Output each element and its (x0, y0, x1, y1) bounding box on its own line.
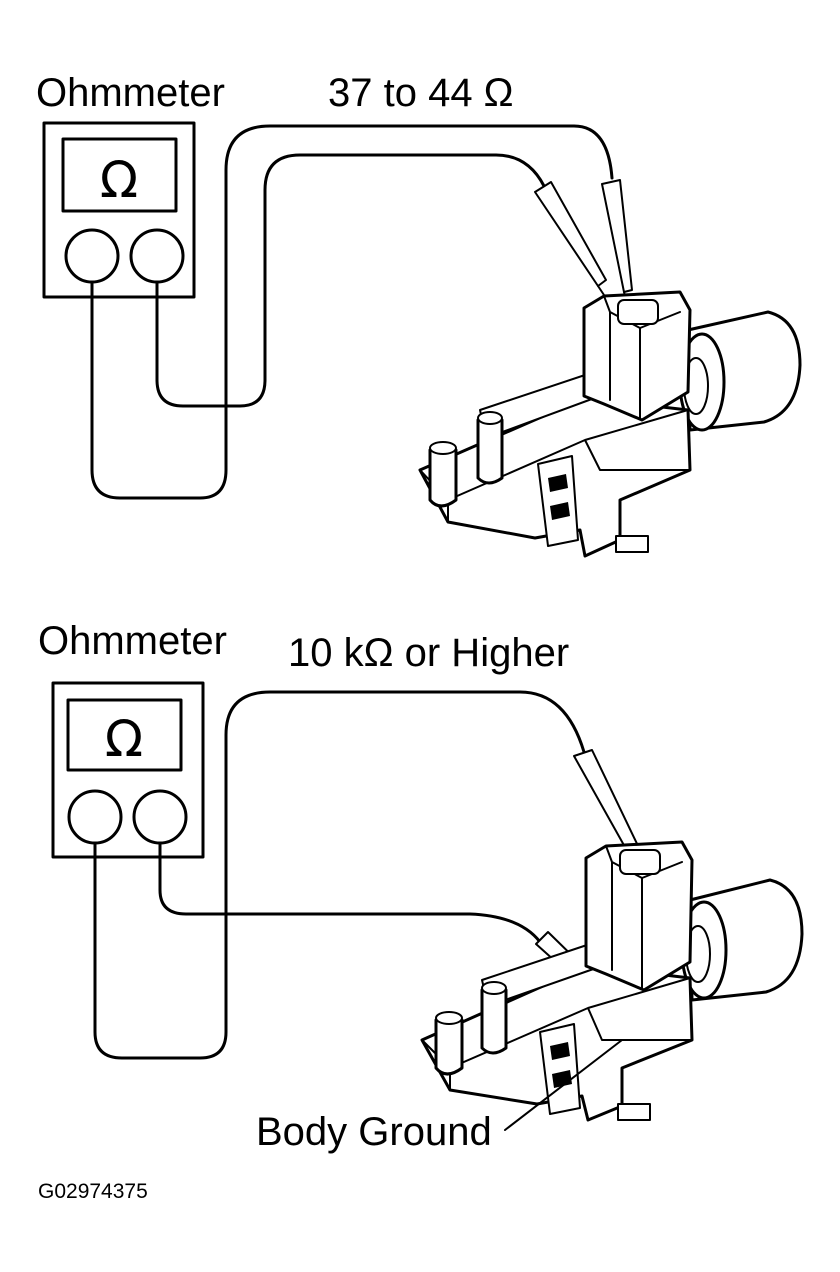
top-vacuum-port-left (428, 448, 458, 508)
top-resistance-reading: 37 to 44 Ω (328, 71, 514, 115)
bottom-vacuum-port-left (434, 1018, 464, 1076)
top-vsv-valve (418, 290, 802, 558)
top-ohmmeter-display (61, 137, 178, 213)
top-test-lead-right (155, 153, 546, 408)
top-ohmmeter: Ω (42, 121, 196, 299)
body-ground-label: Body Ground (256, 1110, 492, 1154)
bottom-meter-jack-right (132, 789, 188, 845)
bottom-vsv-valve (420, 840, 804, 1122)
top-meter-jack-right (129, 228, 185, 284)
top-vacuum-port-right (476, 418, 504, 485)
bottom-test-lead-right (158, 841, 542, 944)
bottom-ohm-symbol-icon: Ω (105, 710, 143, 768)
bottom-vacuum-port-right (480, 988, 508, 1055)
bottom-ohmmeter-label: Ohmmeter (38, 619, 227, 663)
bottom-test-lead-left (93, 690, 586, 1060)
bottom-meter-jack-left (67, 789, 123, 845)
top-probe-left (534, 181, 607, 287)
figure-id: G02974375 (38, 1180, 148, 1203)
bottom-probe-connector (573, 749, 641, 857)
bottom-ohmmeter: Ω (51, 681, 205, 859)
top-probe-right (601, 179, 633, 293)
bottom-resistance-reading: 10 kΩ or Higher (288, 631, 569, 675)
top-test-panel: Ohmmeter 37 to 44 Ω Ω (36, 71, 802, 558)
top-test-lead-left (90, 124, 614, 500)
bottom-test-panel: Ohmmeter 10 kΩ or Higher Ω (38, 619, 804, 1154)
bottom-ohmmeter-display (66, 698, 183, 772)
top-ohm-symbol-icon: Ω (100, 151, 138, 209)
top-ohmmeter-label: Ohmmeter (36, 71, 225, 115)
body-ground-leader-line (504, 1039, 623, 1131)
top-meter-jack-left (64, 228, 120, 284)
